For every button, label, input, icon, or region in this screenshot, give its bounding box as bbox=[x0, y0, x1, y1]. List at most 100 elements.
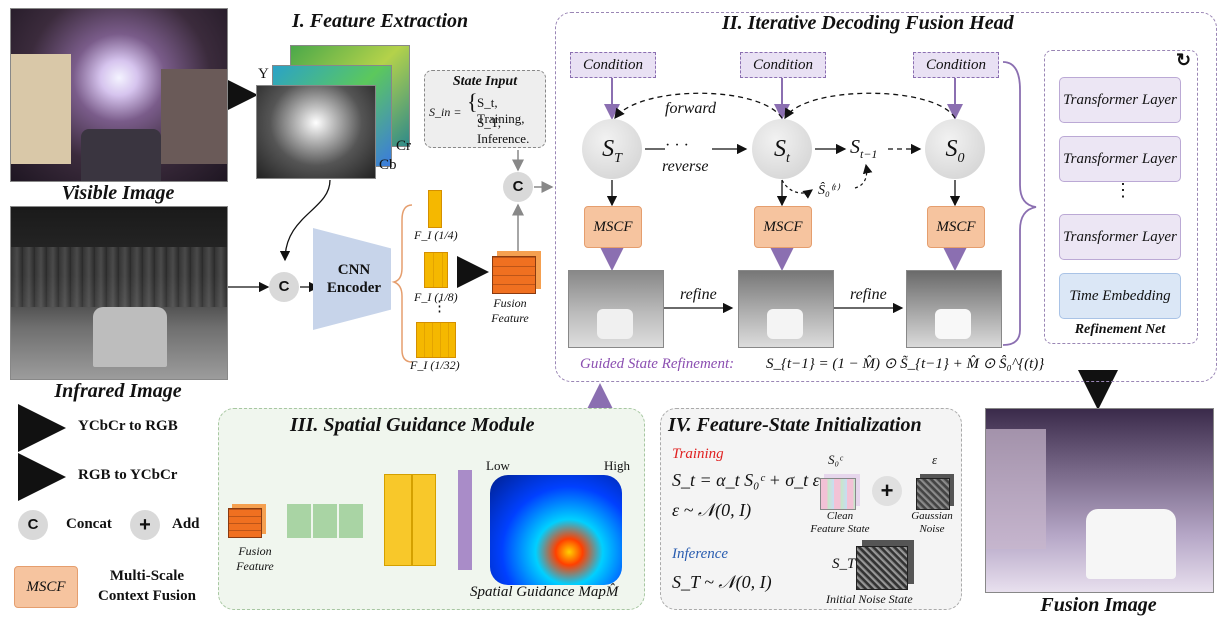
legend-add-icon: + bbox=[130, 510, 160, 540]
state-input-box: State Input S_in = { S_t, Training, S_T,… bbox=[424, 70, 546, 148]
fusion-feature-label-2: Feature bbox=[491, 311, 529, 325]
cnn-encoder-label-1: CNN bbox=[337, 262, 371, 278]
state-s0-main: S bbox=[945, 136, 958, 162]
mscf-3: MSCF bbox=[927, 206, 985, 248]
feature-1-8-label: F_I (1/8) bbox=[414, 290, 458, 304]
state-input-title: State Input bbox=[452, 74, 518, 89]
state-input-case1: S_t, Training, bbox=[477, 95, 525, 126]
spatial-guidance-map bbox=[490, 475, 622, 585]
feature-dots: ⋮ bbox=[432, 299, 447, 315]
infrared-image-label: Infrared Image bbox=[54, 380, 182, 402]
refine-label-2: refine bbox=[850, 286, 887, 303]
visible-image bbox=[10, 8, 228, 182]
spatial-map-label: Spatial Guidance MapM̂ bbox=[470, 584, 619, 600]
transformer-layer-1: Transformer Layer bbox=[1059, 77, 1181, 123]
training-eq2: ε ~ 𝒩(0, I) bbox=[672, 500, 752, 520]
guided-refinement-formula: S_{t−1} = (1 − M̂) ⊙ S̃_{t−1} + M̂ ⊙ Ŝ₀^… bbox=[766, 356, 1045, 372]
add-symbol: + bbox=[872, 476, 902, 506]
condition-1: Condition bbox=[570, 52, 656, 78]
refine-label-1: refine bbox=[680, 286, 717, 303]
fusion-feature-cube bbox=[492, 256, 536, 294]
state-stm1-main: S bbox=[850, 136, 860, 158]
mscf-2: MSCF bbox=[754, 206, 812, 248]
initial-noise-cube bbox=[856, 546, 908, 590]
state-input-case2: S_T, Inference. bbox=[477, 115, 530, 146]
feature-1-32-label: F_I (1/32) bbox=[410, 358, 460, 372]
st-label: S_T bbox=[832, 556, 856, 572]
refinement-net-box bbox=[1044, 50, 1198, 344]
decoding-head-box bbox=[555, 12, 1217, 382]
state-sT-sub: T bbox=[614, 150, 622, 166]
purple-block bbox=[458, 470, 472, 570]
transformer-layer-2: Transformer Layer bbox=[1059, 136, 1181, 182]
loop-icon: ↻ bbox=[1176, 50, 1192, 70]
concat-symbol-1: C bbox=[269, 272, 299, 302]
eps-label: ε bbox=[932, 452, 938, 467]
state-input-lhs: S_in = bbox=[429, 105, 462, 119]
feature-1-32 bbox=[416, 322, 456, 358]
gaussian-noise-cube bbox=[916, 478, 950, 510]
feature-1-4 bbox=[428, 190, 442, 228]
state-init-box bbox=[660, 408, 962, 610]
feature-1-8 bbox=[424, 252, 448, 288]
time-embedding: Time Embedding bbox=[1059, 273, 1181, 319]
condition-3: Condition bbox=[913, 52, 999, 78]
yellow-block-2 bbox=[412, 474, 436, 566]
training-label: Training bbox=[672, 446, 724, 462]
legend-concat-icon: C bbox=[18, 510, 48, 540]
training-eq1: S_t = α_t S₀ᶜ + σ_t ε, bbox=[672, 470, 825, 490]
section-feature-extraction-title: I. Feature Extraction bbox=[292, 10, 469, 32]
reverse-label: reverse bbox=[662, 158, 709, 175]
clean-feature-cube bbox=[820, 478, 856, 510]
colorbar-high: High bbox=[604, 458, 630, 473]
fusion-image bbox=[985, 408, 1214, 593]
cnn-encoder-label-2: Encoder bbox=[326, 280, 382, 296]
layer-dots: ⋮ bbox=[1114, 180, 1132, 200]
state-s0: S0 bbox=[925, 119, 985, 179]
decoded-image-2 bbox=[738, 270, 834, 348]
section-spatial-title: III. Spatial Guidance Module bbox=[290, 414, 535, 436]
transformer-layer-3: Transformer Layer bbox=[1059, 214, 1181, 260]
inference-eq: S_T ~ 𝒩(0, I) bbox=[672, 572, 772, 592]
yellow-block-1 bbox=[384, 474, 412, 566]
visible-image-label: Visible Image bbox=[61, 182, 175, 204]
cb-label: Cb bbox=[379, 157, 397, 173]
y-label: Y bbox=[258, 66, 269, 82]
colorbar-low: Low bbox=[486, 458, 510, 473]
legend-rgb-to-ycbcr: RGB to YCbCr bbox=[78, 467, 178, 483]
spatial-fusion-feature-label-1: Fusion bbox=[238, 544, 272, 558]
section-state-init-title: IV. Feature-State Initialization bbox=[668, 414, 922, 436]
legend-mscf-desc-2: Context Fusion bbox=[98, 588, 196, 604]
forward-label: forward bbox=[665, 100, 716, 117]
legend-concat: Concat bbox=[66, 516, 112, 532]
fusion-image-label: Fusion Image bbox=[1040, 594, 1157, 616]
inference-label: Inference bbox=[672, 546, 729, 562]
s0c-label: S₀ᶜ bbox=[828, 452, 843, 467]
decoded-image-3 bbox=[906, 270, 1002, 348]
mscf-1: MSCF bbox=[584, 206, 642, 248]
initial-noise-label: Initial Noise State bbox=[826, 592, 913, 606]
legend-mscf-desc-1: Multi-Scale bbox=[109, 568, 185, 584]
state-sT: ST bbox=[582, 119, 642, 179]
clean-label-2: Feature State bbox=[810, 523, 870, 535]
concat-symbol-2: C bbox=[503, 172, 533, 202]
green-block-2 bbox=[313, 504, 337, 538]
decoded-image-1 bbox=[568, 270, 664, 348]
guided-refinement-label: Guided State Refinement: bbox=[580, 356, 735, 372]
state-stm1-sub: t−1 bbox=[860, 147, 878, 161]
reverse-dots: · · · bbox=[665, 137, 689, 154]
feature-1-4-label: F_I (1/4) bbox=[414, 228, 458, 242]
infrared-image bbox=[10, 206, 228, 380]
state-stm1: St−1 bbox=[850, 136, 877, 162]
state-sT-main: S bbox=[602, 136, 615, 162]
state-st-main: S bbox=[774, 136, 787, 162]
legend-mscf-box: MSCF bbox=[14, 566, 78, 608]
condition-2: Condition bbox=[740, 52, 826, 78]
state-st-sub: t bbox=[786, 150, 790, 166]
green-block-3 bbox=[339, 504, 363, 538]
gauss-label-1: Gaussian bbox=[911, 510, 953, 522]
state-s0-sub: 0 bbox=[957, 150, 965, 166]
state-st: St bbox=[752, 119, 812, 179]
spatial-fusion-feature-label-2: Feature bbox=[236, 559, 274, 573]
state-s0hat: Ŝ₀⁽ᵗ⁾ bbox=[818, 183, 840, 198]
